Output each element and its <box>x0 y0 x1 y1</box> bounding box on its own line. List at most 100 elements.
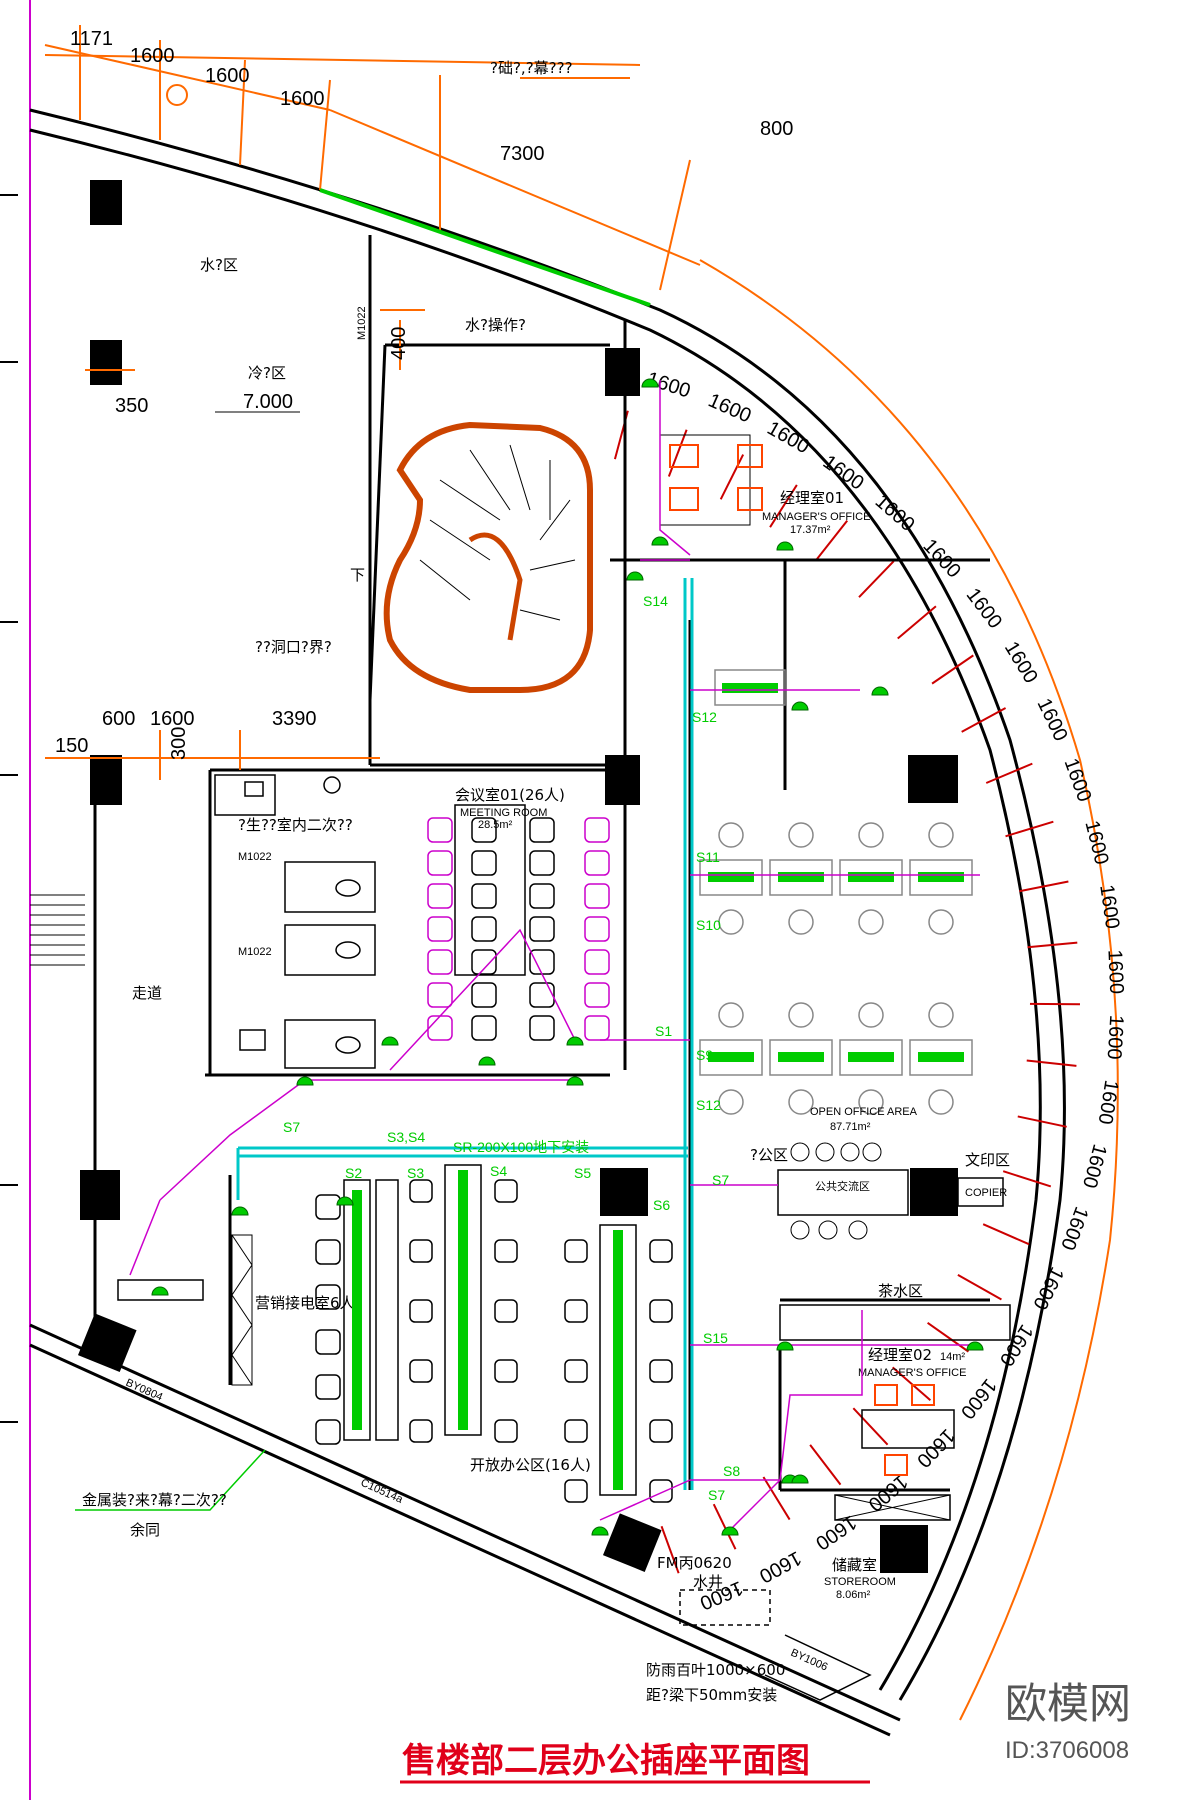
dim-1600-left: 1600 <box>150 708 195 730</box>
arc-dimension-line <box>699 259 1119 1721</box>
arc-tick <box>1005 820 1054 838</box>
open16-chair <box>649 1419 673 1443</box>
meeting-chair <box>471 817 497 843</box>
arc-dim-label: 1600 <box>1056 1204 1092 1253</box>
open16-chair <box>494 1299 518 1323</box>
open16-desk-row <box>599 1224 637 1496</box>
sales-chair <box>315 1194 341 1220</box>
workstation-desk <box>769 859 833 896</box>
arc-tick <box>762 1476 791 1521</box>
open16-chair <box>409 1239 433 1263</box>
louver-label-2: 距?梁下50mm安装 <box>646 1686 777 1704</box>
arc-dimension-labels: 1600160016001600160016001600160016001600… <box>644 368 1127 1614</box>
socket-s7b: S7 <box>712 1172 729 1188</box>
meeting-chair <box>471 1015 497 1041</box>
meeting-chair <box>471 982 497 1008</box>
metal-note: 金属装?来?幕?二次?? <box>82 1491 227 1509</box>
meeting-chair <box>584 883 610 909</box>
workstation-chair <box>928 822 954 848</box>
open16-desk-row <box>444 1164 482 1436</box>
dim-1171: 1171 <box>70 28 113 50</box>
manager1-area-label: 17.37m² <box>790 524 831 536</box>
arc-tick <box>769 484 798 528</box>
workstation-desk <box>839 859 903 896</box>
yutong-note: 余同 <box>130 1521 160 1539</box>
workstation-socket-strip <box>848 1052 894 1062</box>
workstation-socket-strip <box>708 1052 754 1062</box>
meeting-chair <box>584 949 610 975</box>
open16-chair <box>494 1419 518 1443</box>
open16-chair <box>649 1359 673 1383</box>
c10514-label: C10514a <box>359 1477 405 1506</box>
arc-dim-label: 1600 <box>962 584 1006 633</box>
meeting-chair <box>529 916 555 942</box>
socket-s1: S1 <box>655 1023 672 1039</box>
dim-1600-a: 1600 <box>130 45 175 67</box>
workstation-chair <box>858 909 884 935</box>
arc-tick <box>1017 1115 1067 1128</box>
columns <box>77 180 958 1573</box>
socket-s2: S2 <box>345 1165 362 1181</box>
meeting-chair <box>584 817 610 843</box>
workstation-chair <box>858 1002 884 1028</box>
tea-label: 茶水区 <box>878 1282 923 1300</box>
open16-socket-strip <box>458 1170 468 1430</box>
storeroom: 储藏室 STOREROOM 8.06m² <box>824 1494 951 1601</box>
open16-chair <box>564 1419 588 1443</box>
manager-office-2: 经理室02 14m² MANAGER'S OFFICE <box>858 1346 966 1476</box>
manager-office-1: 经理室01 MANAGER'S OFFICE 17.37m² <box>659 434 870 536</box>
open16-chair <box>564 1479 588 1503</box>
interior-walls <box>93 235 990 1492</box>
watermark-brand: 欧模网 <box>1005 1679 1131 1728</box>
meeting-chair <box>584 850 610 876</box>
meeting-chair <box>427 916 453 942</box>
socket-marker <box>651 536 669 546</box>
socket-wiring <box>129 380 980 1531</box>
socket-marker <box>641 378 659 388</box>
water-area-label: 水?区 <box>200 256 238 274</box>
socket-s7a: S7 <box>283 1119 300 1135</box>
top-dimension-labels: 1171 1600 1600 1600 7300 800 <box>70 28 793 165</box>
open16-chair <box>409 1419 433 1443</box>
socket-s8: S8 <box>723 1463 740 1479</box>
workstation-desk <box>839 1039 903 1076</box>
workstation-chair <box>928 1002 954 1028</box>
arc-tick <box>815 520 849 561</box>
dim-150: 150 <box>55 735 88 757</box>
socket-marker <box>296 1076 314 1086</box>
socket-s11: S11 <box>696 849 720 865</box>
dim-800: 800 <box>760 118 793 140</box>
stair-down-label: 下 <box>350 566 365 584</box>
print-label: 文印区 <box>965 1151 1010 1169</box>
open-office-area-label: 87.71m² <box>830 1121 871 1133</box>
by0804-label: BY0804 <box>124 1377 165 1404</box>
sales-room: 营销接电室6人 <box>117 1234 355 1386</box>
socket-s3s4: S3,S4 <box>387 1129 425 1145</box>
socket-marker <box>231 1206 249 1216</box>
store-cn-label: 储藏室 <box>832 1556 877 1574</box>
spiral-stair: 下 <box>350 421 593 693</box>
meeting-chair <box>427 1015 453 1041</box>
sales-chair <box>315 1284 341 1310</box>
opening-label: ??洞口?界? <box>255 638 332 656</box>
socket-marker <box>791 1474 809 1484</box>
open16-chair <box>564 1299 588 1323</box>
socket-marker <box>791 701 809 711</box>
door-m1022-a: M1022 <box>238 851 272 863</box>
arc-tick <box>982 1223 1030 1246</box>
sales-chair <box>315 1374 341 1400</box>
water-op-label: 水?操作? <box>465 316 526 334</box>
cold-area-label: 冷?区 <box>248 364 286 382</box>
arc-tick <box>957 1274 1002 1301</box>
arc-tick <box>1019 880 1069 893</box>
socket-s10: S10 <box>696 917 721 933</box>
cable-trunk <box>236 578 694 1490</box>
arc-dim-label: 1600 <box>1033 695 1072 745</box>
socket-marker <box>721 1526 739 1536</box>
meeting-chair <box>584 1015 610 1041</box>
open16-chair <box>564 1359 588 1383</box>
meeting-chair <box>471 850 497 876</box>
sales-room-label: 营销接电室6人 <box>255 1294 355 1312</box>
socket-marker <box>966 1341 984 1351</box>
socket-marker <box>626 571 644 581</box>
